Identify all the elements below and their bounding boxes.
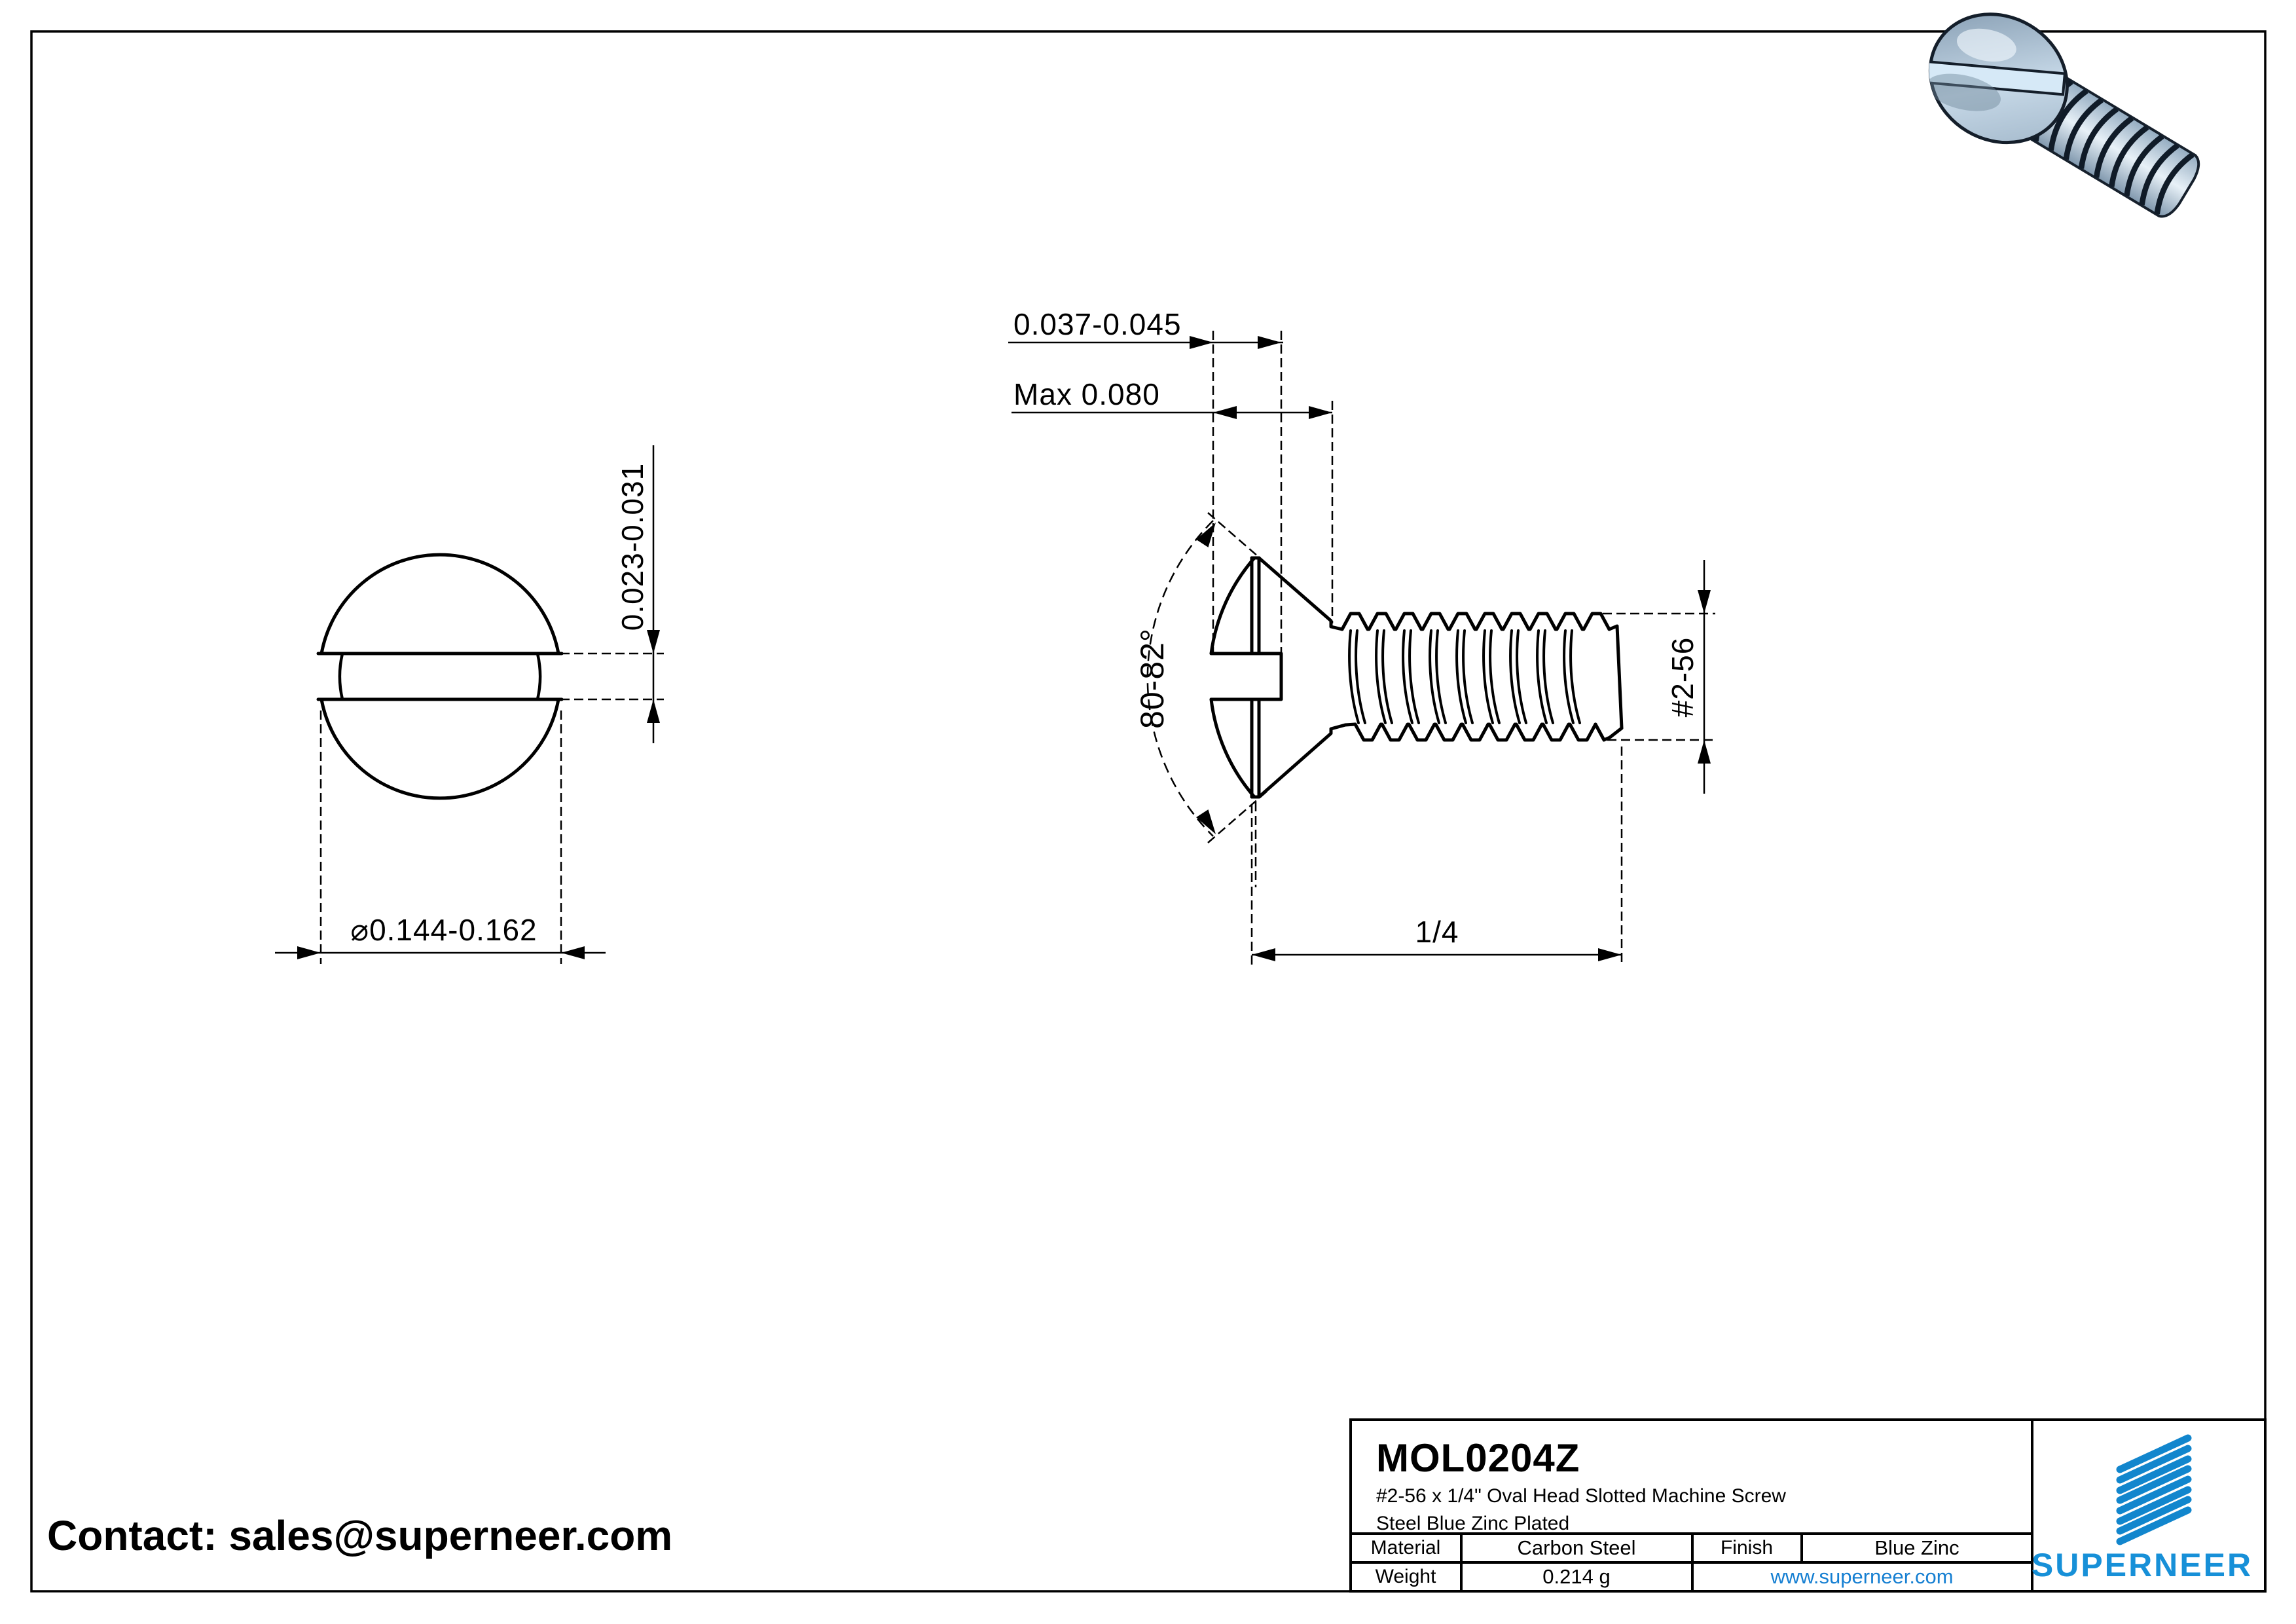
side-threads-top [1342, 614, 1609, 629]
side-shank-end [1607, 624, 1624, 730]
side-crown-lower-arc [1209, 697, 1256, 799]
weight-label: Weight [1375, 1566, 1436, 1587]
weight-value: 0.214 g [1542, 1565, 1611, 1588]
diameter-dim-label: ⌀0.144-0.162 [350, 913, 538, 947]
part-number: MOL0204Z [1376, 1436, 1580, 1480]
front-diameter-dimension [275, 710, 606, 964]
front-head-bottom-arc [319, 697, 560, 800]
side-threads-bottom [1343, 722, 1624, 742]
front-slot-dimension [560, 445, 664, 743]
material-value: Carbon Steel [1517, 1536, 1636, 1559]
slot-height-dim-label: 0.023-0.031 [615, 462, 649, 631]
finish-value: Blue Zinc [1874, 1536, 1959, 1559]
slot-width-dim-label: 0.037-0.045 [1013, 307, 1182, 341]
length-dim-label: 1/4 [1415, 915, 1459, 949]
side-slot-notch [1209, 652, 1283, 701]
thread-size-dim-label: #2-56 [1666, 637, 1700, 718]
side-cone-bottom [1257, 723, 1347, 799]
side-crown-upper-arc [1209, 556, 1256, 655]
front-head-top-arc [319, 553, 560, 655]
head-height-dim-label: Max 0.080 [1013, 377, 1160, 411]
side-top-dimensions [1008, 331, 1334, 654]
screw-3d-slot [1911, 28, 2067, 111]
side-angle-dimension [1146, 512, 1269, 887]
superneer-logo-text: SUPERNEER [2031, 1547, 2253, 1583]
front-slot-right-arc [536, 652, 542, 701]
website-link[interactable]: www.superneer.com [1770, 1565, 1954, 1588]
superneer-logo-icon [2116, 1434, 2192, 1545]
material-label: Material [1370, 1537, 1441, 1559]
side-thread-flanks [1348, 629, 1581, 724]
front-slot-left-arc [338, 652, 344, 701]
part-description-line1: #2-56 x 1/4" Oval Head Slotted Machine S… [1376, 1485, 1786, 1507]
side-cone-top [1257, 556, 1344, 631]
side-view [1209, 556, 1624, 799]
head-angle-dim-label: 80-82° [1134, 628, 1171, 729]
side-length-dimension [1250, 747, 1623, 966]
title-block-lines [1349, 1418, 2267, 1593]
contact-line: Contact: sales@superneer.com [47, 1512, 673, 1559]
front-view [316, 553, 564, 800]
page-border [30, 30, 2267, 1593]
finish-label: Finish [1720, 1537, 1774, 1559]
part-description-line2: Steel Blue Zinc Plated [1376, 1513, 1570, 1534]
screw-3d-render [1911, 12, 2200, 218]
side-thread-dimension [1603, 560, 1715, 794]
